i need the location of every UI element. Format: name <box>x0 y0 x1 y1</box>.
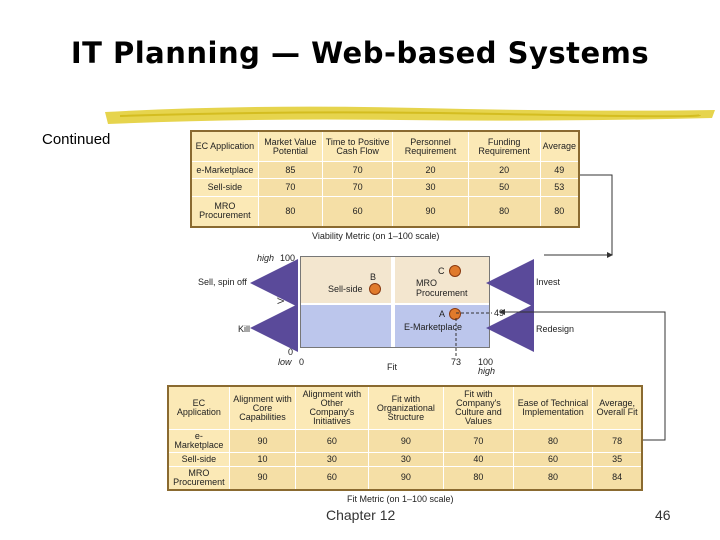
quadrant-bottom-right <box>395 305 489 347</box>
table-cell: 80 <box>512 465 594 491</box>
row-label: Sell-side <box>190 178 259 197</box>
table-cell: 80 <box>512 429 594 454</box>
table-cell: 53 <box>539 178 580 197</box>
connector-fit <box>499 309 666 441</box>
point-c-label: MRO Procurement <box>416 278 468 298</box>
invest-label: Invest <box>536 277 561 287</box>
table-cell: 84 <box>592 465 643 491</box>
fit-viability-matrix <box>300 256 490 348</box>
table-row: e-Marketplace 85 70 20 20 49 <box>190 161 580 180</box>
table-header: Alignment with Core Capabilities <box>228 385 297 431</box>
table-cell: 60 <box>295 429 369 454</box>
table-cell: 60 <box>321 195 394 228</box>
table-cell: 78 <box>592 429 643 454</box>
row-label: MRO Procurement <box>167 465 230 491</box>
table-header: Fit with Organizational Structure <box>367 385 445 431</box>
table-row: Sell-side 70 70 30 50 53 <box>190 178 580 197</box>
table-header: Fit with Company's Culture and Values <box>443 385 514 431</box>
table-cell: 60 <box>295 465 369 491</box>
sell-spin-off-label: Sell, spin off <box>198 277 247 287</box>
point-c-letter: C <box>438 266 445 276</box>
table-row: MRO Procurement 90 60 90 80 80 84 <box>167 465 643 491</box>
redesign-label: Redesign <box>536 324 575 334</box>
point-a-letter: A <box>439 309 446 319</box>
table-row: e-Marketplace 90 60 90 70 80 78 <box>167 429 643 454</box>
y-100-label: 100 <box>280 253 296 263</box>
point-a-label: E-Marketplace <box>404 322 463 332</box>
table-header: Alignment with Other Company's Initiativ… <box>295 385 369 431</box>
table-cell: 60 <box>512 452 594 467</box>
table-header: Average <box>539 130 580 163</box>
point-a-dot <box>449 308 461 320</box>
table-cell: 70 <box>257 178 323 197</box>
y-high-label: high <box>257 253 275 263</box>
fit-table: EC Application Alignment with Core Capab… <box>167 385 643 491</box>
connector-viability <box>544 174 613 256</box>
table-cell: 80 <box>539 195 580 228</box>
table-header: Ease of Technical Implementation <box>512 385 594 431</box>
kill-label: Kill <box>238 324 251 334</box>
table-cell: 10 <box>228 452 297 467</box>
table-cell: 30 <box>367 452 445 467</box>
point-c-dot <box>449 265 461 277</box>
quadrant-top-right <box>395 257 489 303</box>
table-cell: 90 <box>367 429 445 454</box>
table-header: EC Application <box>190 130 259 163</box>
x-0-label: 0 <box>299 357 305 367</box>
fit-caption: Fit Metric (on 1–100 scale) <box>347 494 454 504</box>
table-cell: 30 <box>392 178 469 197</box>
y-low-label: low <box>278 357 292 367</box>
table-header: Personnel Requirement <box>392 130 469 163</box>
table-row: Sell-side 10 30 30 40 60 35 <box>167 452 643 467</box>
x-axis-label: Fit <box>387 362 397 372</box>
table-cell: 80 <box>443 465 514 491</box>
table-row: MRO Procurement 80 60 90 80 80 <box>190 195 580 228</box>
continued-label: Continued <box>42 131 111 148</box>
row-label: e-Marketplace <box>190 161 259 180</box>
row-label: Sell-side <box>167 452 230 467</box>
table-cell: 35 <box>592 452 643 467</box>
y-0-label: 0 <box>288 347 294 357</box>
quadrant-bottom-left <box>301 305 391 347</box>
table-cell: 90 <box>228 465 297 491</box>
viability-caption: Viability Metric (on 1–100 scale) <box>312 231 440 241</box>
table-cell: 90 <box>392 195 469 228</box>
page-number: 46 <box>655 507 671 523</box>
table-cell: 80 <box>467 195 541 228</box>
row-label: e-Marketplace <box>167 429 230 454</box>
point-b-dot <box>369 283 381 295</box>
table-cell: 40 <box>443 452 514 467</box>
x-100-label: 100 <box>478 357 494 367</box>
row-label: MRO Procurement <box>190 195 259 228</box>
title-underline-brush <box>105 106 715 124</box>
x-73-label: 73 <box>451 357 462 367</box>
table-header: EC Application <box>167 385 230 431</box>
table-header: Average, Overall Fit <box>592 385 643 431</box>
point-b-letter: B <box>370 272 377 282</box>
point-b-label: Sell-side <box>328 284 363 294</box>
table-header: Funding Requirement <box>467 130 541 163</box>
table-cell: 50 <box>467 178 541 197</box>
slide-title: IT Planning — Web-based Systems <box>70 36 650 70</box>
footer-chapter: Chapter 12 <box>326 507 396 523</box>
table-header: Time to Positive Cash Flow <box>321 130 394 163</box>
x-high-label: high <box>478 366 496 376</box>
table-cell: 90 <box>228 429 297 454</box>
viability-table: EC Application Market Value Potential Ti… <box>190 130 580 228</box>
table-cell: 30 <box>295 452 369 467</box>
quadrant-top-left <box>301 257 391 303</box>
table-cell: 90 <box>367 465 445 491</box>
table-cell: 70 <box>443 429 514 454</box>
table-cell: 70 <box>321 178 394 197</box>
